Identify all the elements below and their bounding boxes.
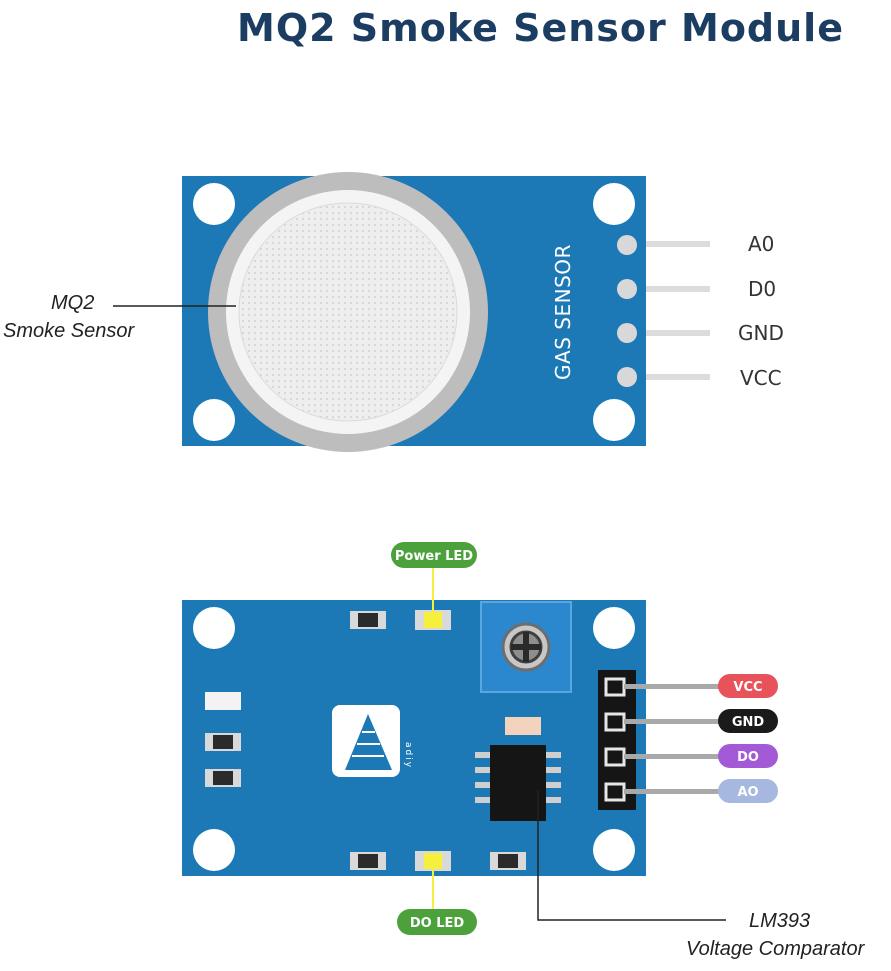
- front-pins: [617, 235, 710, 387]
- comparator-label-line1: LM393: [749, 910, 811, 932]
- pill-ao-label: AO: [737, 785, 758, 800]
- smd-resistor-body: [498, 854, 518, 868]
- back-board: adiy VCC GND DO AO: [182, 542, 778, 935]
- do-led-label: DO LED: [410, 916, 465, 931]
- pin-pad: [617, 323, 637, 343]
- power-led-label: Power LED: [395, 549, 473, 564]
- board-text: GAS SENSOR: [551, 244, 575, 380]
- power-led-light: [424, 612, 442, 628]
- page-title: MQ2 Smoke Sensor Module: [237, 6, 844, 50]
- mounting-hole: [593, 829, 635, 871]
- pill-vcc: [718, 674, 778, 698]
- mounting-hole: [593, 607, 635, 649]
- pin-wires: [624, 684, 722, 794]
- power-led-badge: [391, 542, 477, 568]
- front-board: GAS SENSOR: [113, 172, 710, 452]
- pin-pad: [617, 279, 637, 299]
- comparator-label-line2: Voltage Comparator: [686, 938, 865, 960]
- pin-lead: [646, 286, 710, 292]
- mounting-hole: [193, 399, 235, 441]
- pill-gnd-label: GND: [732, 715, 765, 730]
- pill-do-label: DO: [737, 750, 759, 765]
- pin-lead: [646, 374, 710, 380]
- pin-pills: VCC GND DO AO: [718, 674, 778, 803]
- pill-ao: [718, 779, 778, 803]
- mounting-hole: [193, 607, 235, 649]
- lm393-chip: [475, 745, 561, 821]
- pin-label-gnd: GND: [738, 321, 784, 345]
- pin-pad: [617, 367, 637, 387]
- comparator-callout-line: [537, 790, 726, 921]
- pin-lead: [646, 241, 710, 247]
- smd-resistor-body: [358, 854, 378, 868]
- mounting-hole: [193, 183, 235, 225]
- power-led-callout: Power LED: [391, 542, 477, 612]
- do-led-callout: DO LED: [397, 869, 477, 935]
- sensor-label-line1: MQ2: [51, 292, 95, 314]
- pin-label-d0: D0: [748, 277, 777, 301]
- pin-label-vcc: VCC: [740, 366, 782, 390]
- back-pin-header: [598, 670, 636, 810]
- smd-capacitor: [505, 717, 541, 735]
- smd-components: [205, 610, 541, 871]
- pill-vcc-label: VCC: [733, 680, 762, 695]
- mounting-hole: [593, 399, 635, 441]
- potentiometer: [480, 601, 572, 693]
- smd-resistor-body: [213, 735, 233, 749]
- pill-do: [718, 744, 778, 768]
- brand-logo: adiy: [332, 705, 413, 777]
- pin-pad: [617, 235, 637, 255]
- smd-capacitor: [205, 692, 241, 710]
- brand-text: adiy: [403, 742, 413, 769]
- do-led-badge: [397, 909, 477, 935]
- pin-lead: [646, 330, 710, 336]
- mounting-hole: [193, 829, 235, 871]
- back-board-pcb: [182, 600, 646, 876]
- smd-resistor-body: [358, 613, 378, 627]
- sensor-mesh: [238, 202, 458, 422]
- sensor-label-line2: Smoke Sensor: [3, 320, 135, 342]
- do-led-light: [424, 853, 442, 869]
- mounting-hole: [593, 183, 635, 225]
- smd-resistor-body: [213, 771, 233, 785]
- pill-gnd: [718, 709, 778, 733]
- pin-label-a0: A0: [748, 232, 775, 256]
